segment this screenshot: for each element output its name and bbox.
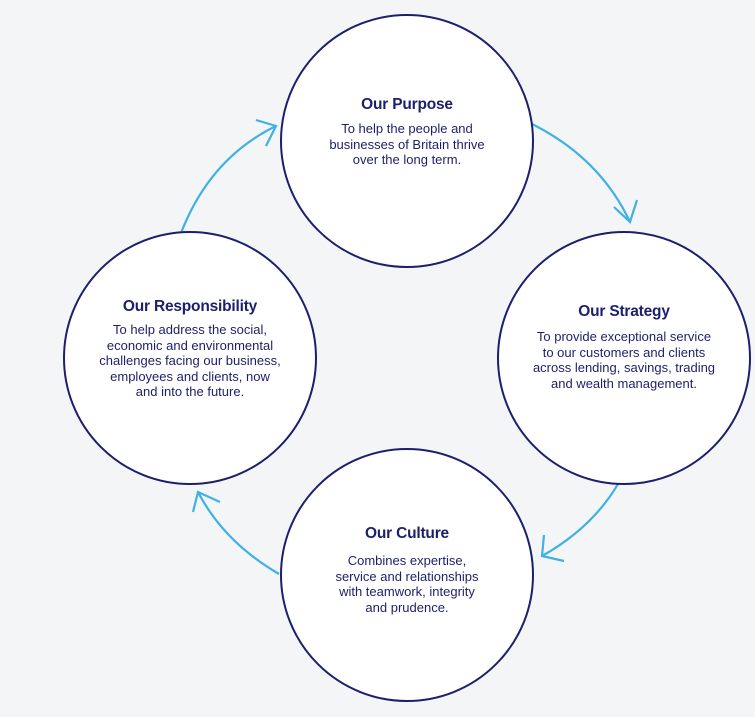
node-title: Our Responsibility xyxy=(122,298,258,316)
node-our-strategy: Our Strategy To provide exceptional serv… xyxy=(497,231,751,485)
arrow-responsibility-to-purpose xyxy=(179,118,278,234)
node-description: To help the people and businesses of Bri… xyxy=(329,121,485,168)
arrow-strategy-to-culture xyxy=(540,483,619,563)
node-our-responsibility: Our Responsibility To help address the s… xyxy=(63,231,317,485)
node-title: Our Purpose xyxy=(361,96,453,114)
node-our-culture: Our Culture Combines expertise, service … xyxy=(280,448,534,702)
node-our-purpose: Our Purpose To help the people and busin… xyxy=(280,14,534,268)
node-title: Our Strategy xyxy=(578,303,670,320)
arrow-culture-to-responsibility xyxy=(191,490,280,575)
node-description: Combines expertise, service and relation… xyxy=(335,553,479,615)
node-title: Our Culture xyxy=(365,525,449,542)
arrow-purpose-to-strategy xyxy=(531,123,639,224)
node-description: To provide exceptional service to our cu… xyxy=(532,329,716,391)
node-description: To help address the social, economic and… xyxy=(99,322,281,400)
